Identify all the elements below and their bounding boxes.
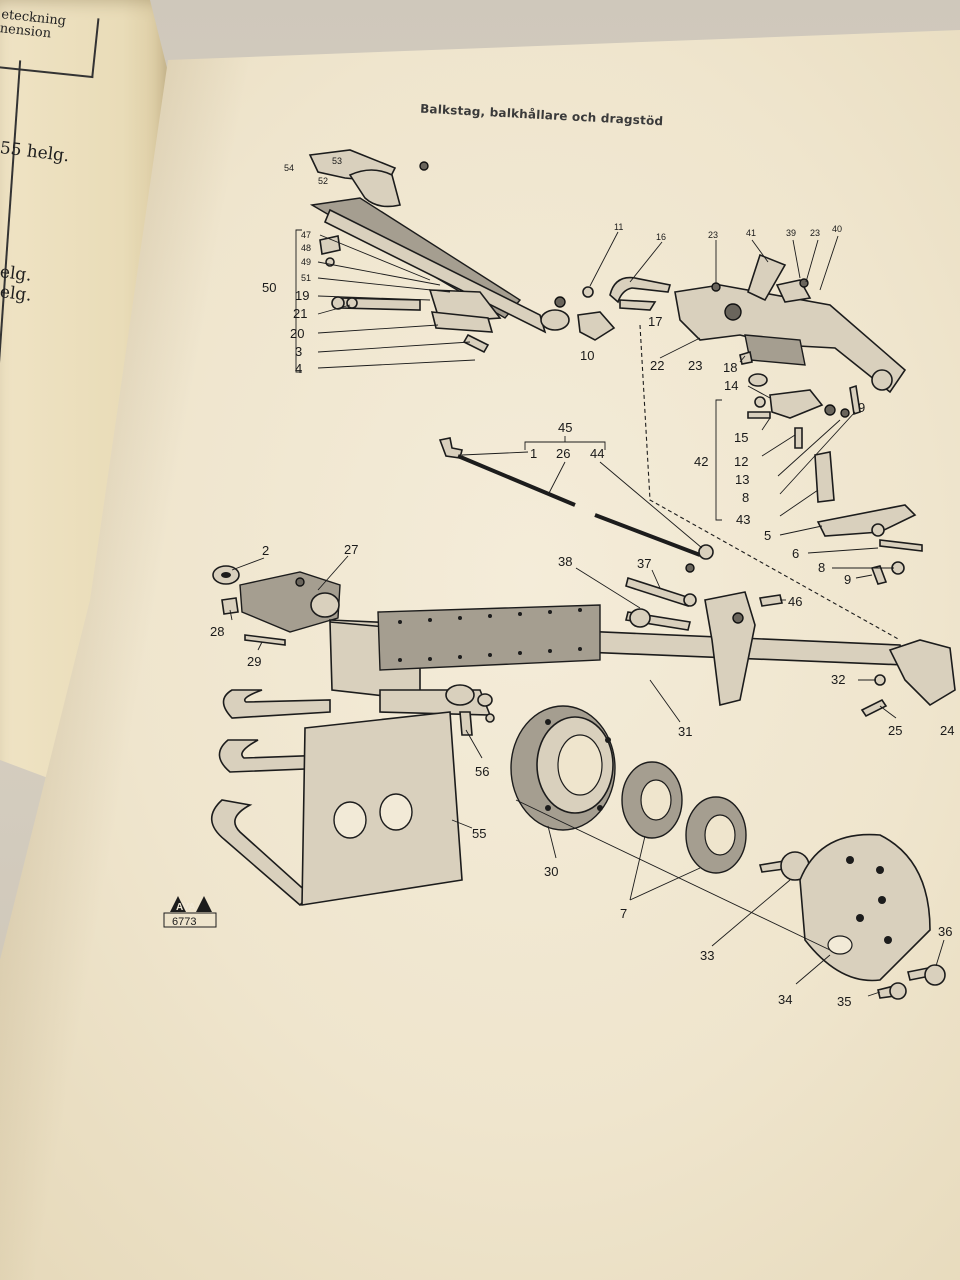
callout-13: 13: [735, 472, 749, 487]
bracket-45: [524, 436, 606, 450]
callout-3: 3: [295, 344, 302, 359]
callout-46: 46: [788, 594, 802, 609]
linkage-rod: [438, 437, 714, 573]
callout-27: 27: [344, 542, 358, 557]
beam-leaders: [229, 555, 897, 759]
callout-50: 50: [262, 280, 276, 295]
callout-18: 18: [723, 360, 737, 375]
logo-number: 6773: [172, 916, 196, 928]
ava-logo: AVA 6773: [163, 896, 217, 928]
bracket-assembly: [577, 253, 907, 394]
callout-16: 16: [656, 232, 666, 242]
callout-7: 7: [620, 906, 627, 921]
callout-47: 47: [301, 230, 311, 240]
callout-11: 11: [614, 222, 623, 232]
callout-19: 19: [295, 288, 309, 303]
callout-36: 36: [938, 924, 952, 939]
callout-22: 22: [650, 358, 664, 373]
callout-37: 37: [637, 556, 651, 571]
plate-rivets: [398, 608, 582, 662]
callout-8-upper: 8: [742, 490, 749, 505]
clamp-assembly-42: [747, 384, 923, 585]
callout-6: 6: [792, 546, 799, 561]
callout-53: 53: [332, 156, 342, 166]
callout-24: 24: [940, 723, 954, 738]
clamp-leaders: [715, 385, 894, 579]
callout-20: 20: [290, 326, 304, 341]
callout-32: 32: [831, 672, 845, 687]
callout-5: 5: [764, 528, 771, 543]
callout-23-mid: 23: [688, 358, 702, 373]
callout-25: 25: [888, 723, 902, 738]
callout-17: 17: [648, 314, 662, 329]
callout-56: 56: [475, 764, 489, 779]
callout-9-lower: 9: [844, 572, 851, 587]
callout-51: 51: [301, 273, 311, 283]
callout-15: 15: [734, 430, 748, 445]
callout-40: 40: [832, 224, 842, 234]
callout-21: 21: [293, 306, 307, 321]
callout-48: 48: [301, 243, 311, 253]
callout-1: 1: [530, 446, 537, 461]
callout-54: 54: [284, 163, 294, 173]
callout-49: 49: [301, 257, 311, 267]
assembly-guide-line: [639, 324, 901, 641]
callout-30: 30: [544, 864, 558, 879]
callout-43: 43: [736, 512, 750, 527]
callout-12: 12: [734, 454, 748, 469]
callout-39: 39: [786, 228, 796, 238]
callout-55: 55: [472, 826, 486, 841]
callout-8-lower: 8: [818, 560, 825, 575]
callout-31: 31: [678, 724, 692, 739]
tow-bar-leaders: [295, 229, 476, 373]
callout-26: 26: [556, 446, 570, 461]
callout-9-upper: 9: [858, 400, 865, 415]
bracket-leaders: [589, 231, 839, 363]
callout-4: 4: [295, 361, 302, 376]
callout-41: 41: [746, 228, 756, 238]
beam-assembly: [212, 565, 956, 736]
tow-bar-assembly: [308, 149, 570, 354]
callout-42: 42: [694, 454, 708, 469]
callout-23-right: 23: [810, 228, 820, 238]
callout-38: 38: [558, 554, 572, 569]
callout-29: 29: [247, 654, 261, 669]
bearing-leaders: [451, 819, 945, 997]
callout-44: 44: [590, 446, 604, 461]
guard-and-bearings: [210, 689, 946, 1000]
callout-34: 34: [778, 992, 792, 1007]
callout-35: 35: [837, 994, 851, 1009]
callout-2: 2: [262, 543, 269, 558]
callout-28: 28: [210, 624, 224, 639]
callout-23-top: 23: [708, 230, 718, 240]
logo-mark: AVA: [176, 902, 196, 913]
bearing-axis-line: [515, 799, 831, 951]
callout-10: 10: [580, 348, 594, 363]
callout-45: 45: [558, 420, 572, 435]
callout-52: 52: [318, 176, 328, 186]
callout-14: 14: [724, 378, 738, 393]
callout-33: 33: [700, 948, 714, 963]
